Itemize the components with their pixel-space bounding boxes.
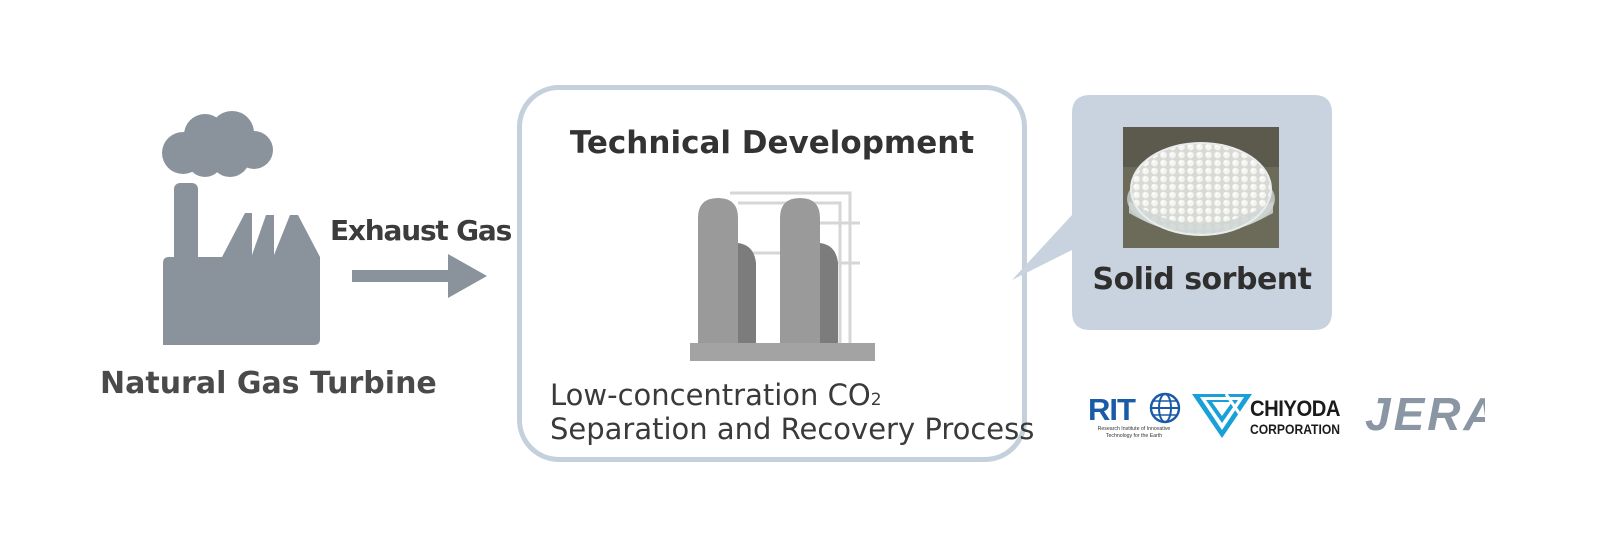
jera-wordmark: JERA [1365, 390, 1485, 438]
process-description-line1: Low-concentration CO2 [550, 378, 882, 412]
co2-subscript: 2 [870, 390, 882, 410]
arrow-right-icon [352, 254, 487, 298]
globe-icon [1149, 392, 1181, 424]
process-description-line2: Separation and Recovery Process [550, 412, 1035, 446]
process-text: Low-concentration CO [550, 378, 871, 412]
chiyoda-wordmark: CHIYODA [1250, 396, 1341, 421]
separation-towers-icon [690, 191, 875, 361]
factory-icon [162, 111, 320, 345]
rite-logo: RIT Research Institute of Innovative Tec… [1088, 392, 1181, 439]
chiyoda-corporation-text: CORPORATION [1250, 421, 1340, 437]
technical-development-title: Technical Development [569, 125, 975, 161]
rite-tagline-1: Research Institute of Innovative [1098, 426, 1171, 432]
chiyoda-logo: CHIYODA CORPORATION [1192, 393, 1341, 438]
chiyoda-triangle-icon [1192, 393, 1258, 438]
exhaust-gas-label: Exhaust Gas [330, 214, 512, 247]
rite-tagline-2: Technology for the Earth [1106, 433, 1162, 439]
jera-logo: JERA [1365, 390, 1485, 438]
solid-sorbent-photo [1123, 127, 1279, 248]
rite-logo-wordmark: RIT [1088, 392, 1136, 427]
solid-sorbent-label: Solid sorbent [1092, 262, 1312, 297]
factory-label: Natural Gas Turbine [100, 366, 437, 401]
